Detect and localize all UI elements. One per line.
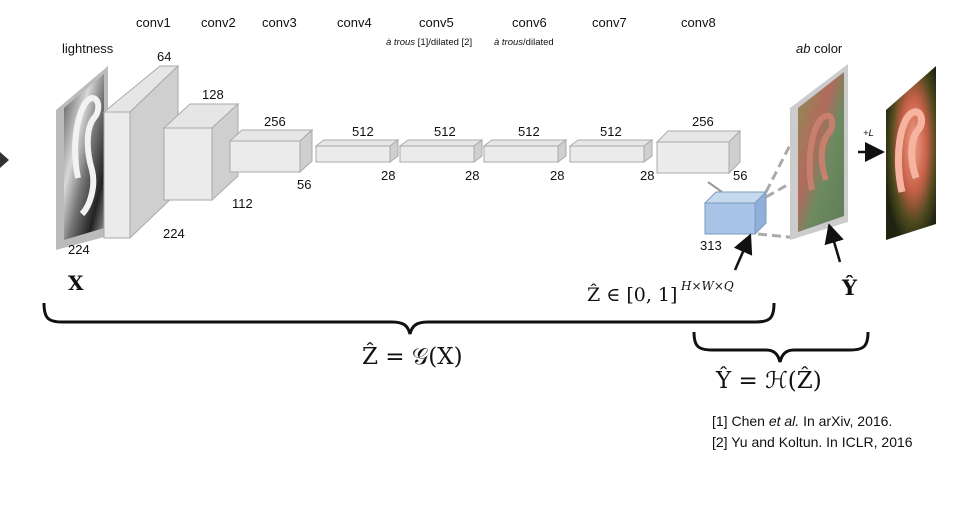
dim-56-conv3: 56	[297, 177, 311, 192]
dim-512-conv7: 512	[600, 124, 622, 139]
conv7-block	[568, 139, 654, 163]
plus-l-label: +L	[863, 128, 874, 139]
conv2-label: conv2	[201, 15, 236, 30]
conv5-note-atrous: à trous	[386, 37, 415, 48]
dim-28-conv6: 28	[550, 168, 564, 183]
conv2-block	[162, 102, 240, 202]
conv5-label: conv5	[419, 15, 454, 30]
ab-color-label-ab: ab	[796, 41, 810, 56]
dim-28-conv4: 28	[381, 168, 395, 183]
y-equation: Ŷ = ℋ(Ẑ)	[715, 367, 822, 394]
y-hat-symbol: Ŷ	[841, 275, 858, 300]
conv3-block	[228, 128, 314, 174]
conv7-label: conv7	[592, 15, 627, 30]
dim-512-conv6: 512	[518, 124, 540, 139]
conv6-label: conv6	[512, 15, 547, 30]
conv3-label: conv3	[262, 15, 297, 30]
conv6-note: à trous/dilated	[494, 37, 554, 48]
dim-256-conv8: 256	[692, 114, 714, 129]
conv5-note-rest: [1]/dilated [2]	[415, 37, 472, 48]
reference-1-etal: et al.	[769, 413, 799, 429]
lightness-label: lightness	[62, 41, 114, 56]
dim-224-input: 224	[68, 242, 90, 257]
encoder-brace-icon	[42, 302, 776, 335]
dim-28-conv5: 28	[465, 168, 479, 183]
decoder-brace-icon	[692, 331, 870, 363]
conv8-block	[655, 129, 742, 175]
conv1-label: conv1	[136, 15, 171, 30]
conv8-to-output-arrow-icon	[707, 181, 723, 193]
ab-color-label-rest: color	[810, 41, 842, 56]
conv5-block	[398, 139, 484, 163]
conv4-block	[314, 139, 400, 163]
reference-2: [2] Yu and Koltun. In ICLR, 2016	[712, 434, 913, 450]
z-hat-superscript: H×W×Q	[680, 279, 734, 293]
conv6-note-rest: /dilated	[523, 37, 554, 48]
colorized-result-image	[886, 66, 936, 240]
conv8-label: conv8	[681, 15, 716, 30]
conv6-note-atrous: à trous	[494, 37, 523, 48]
ab-color-image	[790, 64, 848, 240]
conv1-block	[102, 64, 180, 240]
dim-512-conv4: 512	[352, 124, 374, 139]
dim-313: 313	[700, 238, 722, 253]
conv4-label: conv4	[337, 15, 372, 30]
z-equation: Ẑ = 𝒢(X)	[362, 343, 463, 370]
dim-64: 64	[157, 49, 171, 64]
reference-1-suffix: In arXiv, 2016.	[799, 413, 892, 429]
dim-512-conv5: 512	[434, 124, 456, 139]
y-hat-arrow-icon	[824, 223, 844, 263]
dim-56-conv8: 56	[733, 168, 747, 183]
reference-1: [1] Chen et al. In arXiv, 2016.	[712, 413, 892, 429]
z-hat-arrow-icon	[733, 233, 753, 271]
conv5-note: à trous [1]/dilated [2]	[386, 37, 472, 48]
dim-256-conv3: 256	[264, 114, 286, 129]
conv6-block	[482, 139, 568, 163]
lightness-input-image	[56, 66, 108, 250]
output-distribution-block	[703, 190, 768, 236]
dim-224-conv1: 224	[163, 226, 185, 241]
dim-28-conv7: 28	[640, 168, 654, 183]
x-symbol: X	[68, 271, 84, 295]
z-hat-membership: Ẑ ∈ [0, 1]	[587, 283, 677, 306]
reference-1-prefix: [1] Chen	[712, 413, 769, 429]
ab-color-label: ab color	[796, 41, 843, 56]
left-edge-arrow-icon	[0, 152, 9, 168]
dim-128: 128	[202, 87, 224, 102]
dim-112: 112	[232, 196, 253, 211]
